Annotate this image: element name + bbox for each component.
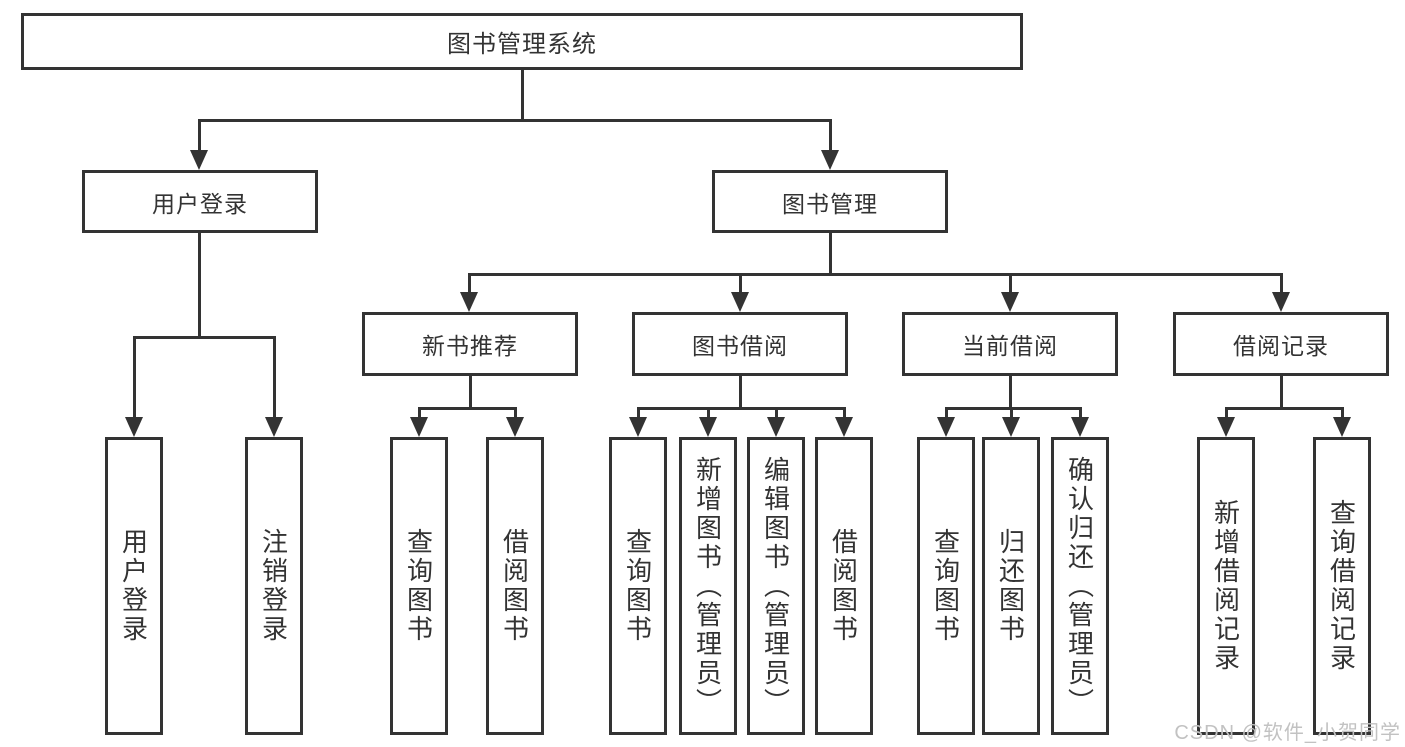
connector-line xyxy=(197,233,201,336)
leaf-query-books-recommend: 查询图书 xyxy=(390,437,448,735)
connector-line xyxy=(132,336,276,339)
leaf-confirm-return-admin-label: 确认归还（管理员） xyxy=(1064,455,1095,717)
arrow-down xyxy=(1333,417,1351,437)
arrow-down xyxy=(821,150,839,170)
connector-line xyxy=(467,273,471,294)
watermark: CSDN @软件_小贺同学 xyxy=(1174,722,1401,744)
connector-line xyxy=(1008,376,1012,407)
leaf-edit-book-admin: 编辑图书（管理员） xyxy=(747,437,805,735)
leaf-borrow-books-label: 借阅图书 xyxy=(828,528,859,644)
arrow-down xyxy=(767,417,785,437)
leaf-edit-book-admin-label: 编辑图书（管理员） xyxy=(760,455,791,717)
connector-line xyxy=(636,407,846,410)
node-borrow-records: 借阅记录 xyxy=(1173,312,1389,376)
connector-line xyxy=(738,376,742,407)
node-current-borrowing-label: 当前借阅 xyxy=(962,333,1058,359)
leaf-query-books-borrow: 查询图书 xyxy=(609,437,667,735)
leaf-query-borrow-record: 查询借阅记录 xyxy=(1313,437,1371,735)
node-book-management: 图书管理 xyxy=(712,170,948,233)
leaf-logout: 注销登录 xyxy=(245,437,303,735)
leaf-confirm-return-admin: 确认归还（管理员） xyxy=(1051,437,1109,735)
arrow-down xyxy=(506,417,524,437)
node-user-login: 用户登录 xyxy=(82,170,318,233)
arrow-down xyxy=(265,417,283,437)
leaf-query-books-borrow-label: 查询图书 xyxy=(622,528,653,644)
arrow-down xyxy=(125,417,143,437)
leaf-logout-label: 注销登录 xyxy=(258,528,289,644)
connector-line xyxy=(1224,407,1344,410)
connector-line xyxy=(1078,407,1082,419)
arrow-down xyxy=(699,417,717,437)
connector-line xyxy=(636,407,640,419)
leaf-user-login-label: 用户登录 xyxy=(118,528,149,644)
leaf-borrow-books-recommend-label: 借阅图书 xyxy=(499,528,530,644)
leaf-add-borrow-record: 新增借阅记录 xyxy=(1197,437,1255,735)
node-user-login-label: 用户登录 xyxy=(152,190,248,217)
leaf-query-books-current-label: 查询图书 xyxy=(930,528,961,644)
node-library-system: 图书管理系统 xyxy=(21,13,1023,70)
leaf-add-book-admin-label: 新增图书（管理员） xyxy=(692,455,723,717)
connector-line xyxy=(738,273,742,294)
arrow-down xyxy=(1002,417,1020,437)
connector-line xyxy=(1340,407,1344,419)
node-book-management-label: 图书管理 xyxy=(782,190,878,217)
arrow-down xyxy=(835,417,853,437)
leaf-return-book: 归还图书 xyxy=(982,437,1040,735)
arrow-down xyxy=(1217,417,1235,437)
connector-line xyxy=(467,273,1283,276)
node-book-borrowing-label: 图书借阅 xyxy=(692,333,788,359)
node-library-system-label: 图书管理系统 xyxy=(447,31,597,58)
connector-line xyxy=(197,119,201,152)
leaf-add-borrow-record-label: 新增借阅记录 xyxy=(1210,499,1241,673)
leaf-return-book-label: 归还图书 xyxy=(995,528,1026,644)
leaf-borrow-books: 借阅图书 xyxy=(815,437,873,735)
leaf-user-login: 用户登录 xyxy=(105,437,163,735)
leaf-query-books-recommend-label: 查询图书 xyxy=(403,528,434,644)
connector-line xyxy=(828,119,832,152)
connector-line xyxy=(774,407,778,419)
connector-line xyxy=(842,407,846,419)
connector-line xyxy=(944,407,1082,410)
arrow-down xyxy=(731,292,749,312)
node-current-borrowing: 当前借阅 xyxy=(902,312,1118,376)
connector-line xyxy=(706,407,710,419)
connector-line xyxy=(944,407,948,419)
leaf-borrow-books-recommend: 借阅图书 xyxy=(486,437,544,735)
connector-line xyxy=(1008,273,1012,294)
connector-line xyxy=(828,233,832,273)
connector-line xyxy=(1224,407,1228,419)
connector-line xyxy=(520,68,524,122)
connector-line xyxy=(513,407,517,419)
leaf-query-books-current: 查询图书 xyxy=(917,437,975,735)
arrow-down xyxy=(410,417,428,437)
connector-line xyxy=(468,376,472,407)
connector-line xyxy=(272,336,276,419)
node-borrow-records-label: 借阅记录 xyxy=(1233,333,1329,359)
arrow-down xyxy=(1071,417,1089,437)
arrow-down xyxy=(460,292,478,312)
leaf-add-book-admin: 新增图书（管理员） xyxy=(679,437,737,735)
node-new-book-recommend: 新书推荐 xyxy=(362,312,578,376)
node-new-book-recommend-label: 新书推荐 xyxy=(422,333,518,359)
node-book-borrowing: 图书借阅 xyxy=(632,312,848,376)
connector-line xyxy=(1279,273,1283,294)
connector-line xyxy=(1279,376,1283,407)
arrow-down xyxy=(1001,292,1019,312)
arrow-down xyxy=(1272,292,1290,312)
arrow-down xyxy=(190,150,208,170)
connector-line xyxy=(417,407,421,419)
connector-line xyxy=(1009,407,1013,419)
leaf-query-borrow-record-label: 查询借阅记录 xyxy=(1326,499,1357,673)
connector-line xyxy=(132,336,136,419)
arrow-down xyxy=(937,417,955,437)
connector-line xyxy=(417,407,517,410)
connector-line xyxy=(197,119,832,122)
arrow-down xyxy=(629,417,647,437)
